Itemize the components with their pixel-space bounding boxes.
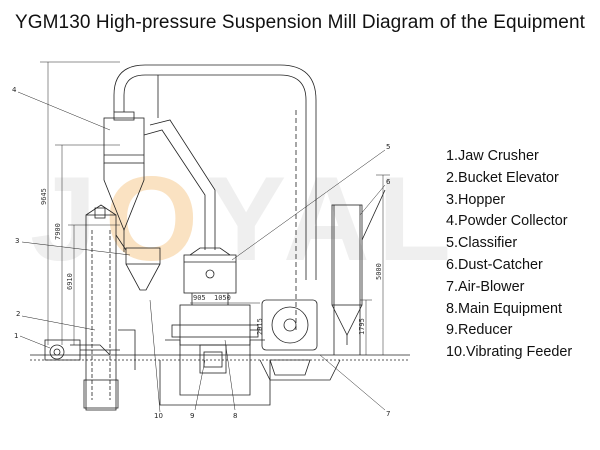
jaw-crusher bbox=[44, 339, 120, 361]
component-legend: 1.Jaw Crusher 2.Bucket Elevator 3.Hopper… bbox=[446, 146, 572, 364]
callout-5: 5 bbox=[386, 143, 390, 151]
callout-1: 1 bbox=[14, 332, 18, 340]
dim-label: 7900 bbox=[54, 223, 62, 240]
dim-label: 9645 bbox=[40, 188, 48, 205]
diagram-title: YGM130 High-pressure Suspension Mill Dia… bbox=[14, 12, 586, 33]
legend-item: 6.Dust-Catcher bbox=[446, 256, 543, 273]
dim-label: 5000 bbox=[375, 263, 383, 280]
callout-7: 7 bbox=[386, 410, 390, 418]
dim-label: 2915 bbox=[256, 318, 264, 335]
powder-collector bbox=[103, 111, 145, 252]
watermark-letter: A bbox=[283, 152, 378, 286]
air-ducts bbox=[113, 64, 317, 330]
air-blower bbox=[250, 299, 318, 376]
bucket-elevator bbox=[83, 204, 136, 411]
legend-item: 1.Jaw Crusher bbox=[446, 148, 539, 164]
legend-item: 10.Vibrating Feeder bbox=[446, 344, 573, 361]
legend-item: 8.Main Equipment bbox=[446, 300, 562, 317]
callout-3: 3 bbox=[15, 237, 19, 245]
legend-item: 9.Reducer bbox=[446, 322, 513, 339]
watermark-letter: L bbox=[377, 152, 460, 286]
callout-8: 8 bbox=[233, 412, 237, 420]
watermark-letter: Y bbox=[206, 152, 284, 286]
leader-lines bbox=[17, 91, 386, 413]
dust-catcher bbox=[331, 189, 386, 355]
dim-label: 6910 bbox=[66, 273, 74, 290]
dimension-lines bbox=[40, 61, 390, 355]
callout-6: 6 bbox=[386, 178, 391, 186]
dim-label: 1050 bbox=[214, 294, 231, 302]
callout-9: 9 bbox=[190, 412, 194, 420]
legend-item: 4.Powder Collector bbox=[446, 213, 568, 230]
callout-4: 4 bbox=[12, 86, 17, 94]
classifier bbox=[183, 247, 237, 294]
callout-numbers: 1 2 3 4 5 6 7 8 9 10 bbox=[12, 86, 391, 420]
main-equipment bbox=[171, 293, 259, 374]
legend-item: 7.Air-Blower bbox=[446, 278, 525, 295]
hopper bbox=[115, 234, 161, 291]
legend-item: 5.Classifier bbox=[446, 235, 518, 252]
watermark: JOYAL bbox=[30, 150, 459, 288]
callout-10: 10 bbox=[154, 412, 163, 420]
callout-2: 2 bbox=[16, 310, 20, 318]
legend-item: 2.Bucket Elevator bbox=[446, 169, 559, 186]
dim-label: 905 bbox=[193, 294, 206, 302]
dim-label: 1795 bbox=[358, 318, 366, 335]
foundation bbox=[30, 339, 410, 406]
dimension-labels: 9645 7900 6910 5000 1795 905 1050 2915 bbox=[40, 188, 383, 335]
legend-item: 3.Hopper bbox=[446, 191, 506, 208]
